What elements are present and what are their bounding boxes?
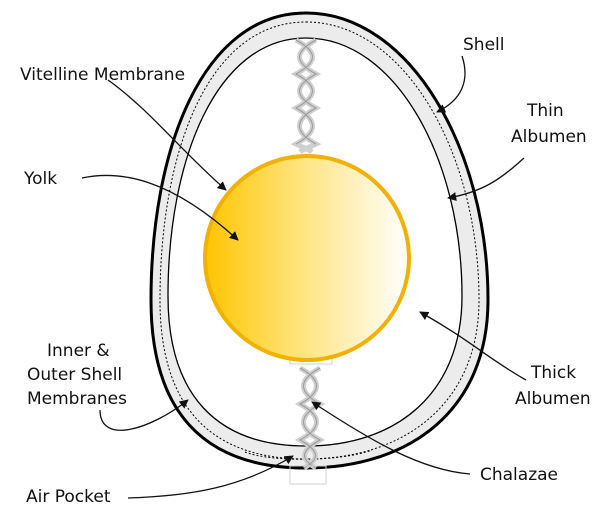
- label-thin-albumen-2: Albumen: [511, 127, 587, 147]
- label-inner-outer-3: Membranes: [27, 389, 127, 409]
- leader-chalazae: [311, 401, 471, 475]
- label-yolk: Yolk: [23, 169, 57, 189]
- label-vitelline-membrane: Vitelline Membrane: [20, 65, 185, 85]
- leader-vitelline-membrane: [107, 79, 227, 191]
- leader-thin-albumen: [447, 157, 525, 202]
- label-shell: Shell: [463, 35, 504, 55]
- shell-membrane-outline: [159, 21, 480, 460]
- label-inner-outer-1: Inner &: [47, 341, 110, 361]
- yolk: [203, 154, 411, 362]
- leader-air-pocket: [127, 455, 294, 499]
- leader-yolk: [81, 174, 239, 241]
- label-thick-albumen-2: Albumen: [515, 389, 591, 409]
- air-pocket-box: [289, 465, 327, 485]
- leader-inner-outer-membranes: [99, 399, 189, 431]
- label-thick-albumen-1: Thick: [530, 363, 576, 383]
- label-air-pocket: Air Pocket: [26, 487, 111, 507]
- label-inner-outer-2: Outer Shell: [27, 365, 122, 385]
- leader-shell: [436, 55, 466, 113]
- leader-thick-albumen: [419, 311, 527, 381]
- label-thin-albumen-1: Thin: [526, 101, 564, 121]
- label-chalazae: Chalazae: [480, 465, 558, 485]
